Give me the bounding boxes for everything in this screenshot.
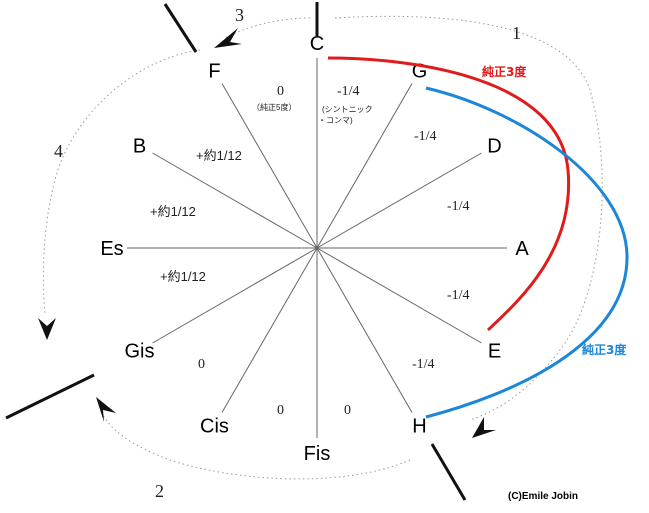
arc-numbers: 1 2 3 4	[54, 5, 521, 501]
division-line-bottomright	[430, 443, 467, 501]
note-label-cis: Cis	[200, 416, 229, 438]
note-label-b: B	[133, 136, 146, 158]
dotted-arcs	[42, 15, 603, 480]
value-f-b: +約1/12	[196, 148, 242, 163]
arc-2	[99, 409, 411, 480]
note-label-fis: Fis	[304, 443, 331, 465]
credit: (C)Emile Jobin	[508, 491, 578, 502]
value-fis-h: 0	[344, 403, 351, 418]
temperament-values: 0 （純正5度） -1/4 (シントニック ・コンマ) -1/4 -1/4 -1…	[150, 84, 470, 418]
spoke-b	[152, 152, 318, 249]
note-label-d: D	[487, 136, 501, 158]
note-label-a: A	[515, 238, 529, 260]
spoke-e	[316, 247, 482, 344]
spoke-d	[316, 152, 482, 249]
division-lines	[5, 2, 467, 501]
spokes	[127, 58, 507, 438]
division-line-left	[5, 373, 95, 420]
spoke-cis	[221, 247, 318, 413]
note-label-gis: Gis	[125, 341, 155, 363]
value-a-e: -1/4	[447, 288, 470, 303]
arc-4	[42, 49, 201, 316]
arrowhead-3	[214, 28, 242, 48]
arc-number-1: 1	[512, 23, 521, 43]
arrowhead-4	[38, 318, 56, 340]
value-b-es: +約1/12	[150, 204, 196, 219]
pure-third-label-blue: 純正3度	[582, 342, 627, 357]
note-label-c: C	[310, 33, 324, 55]
note-label-h: H	[412, 416, 426, 438]
arrowheads	[38, 28, 496, 438]
arc-number-2: 2	[155, 481, 164, 501]
value-c-f-sub: （純正5度）	[252, 102, 296, 112]
arrowhead-1	[472, 417, 496, 438]
value-c-g: -1/4	[337, 84, 360, 99]
value-cis-fis: 0	[277, 403, 284, 418]
arrowhead-2	[96, 397, 116, 422]
pure-third-curve-g-h	[425, 86, 629, 419]
pure-third-label-red: 純正3度	[482, 64, 527, 79]
spoke-gis	[152, 247, 318, 344]
value-gis-cis: 0	[198, 357, 205, 372]
spoke-f	[221, 83, 318, 249]
arc-1	[334, 15, 603, 421]
spoke-g	[316, 83, 413, 249]
division-line-topleft	[163, 3, 198, 53]
value-d-a: -1/4	[447, 199, 470, 214]
value-es-gis: +約1/12	[160, 269, 206, 284]
value-c-g-sub1: (シントニック	[322, 105, 373, 114]
arc-number-3: 3	[235, 5, 244, 25]
value-e-h: -1/4	[412, 357, 435, 372]
arc-number-4: 4	[54, 141, 63, 161]
value-g-d: -1/4	[414, 129, 437, 144]
note-label-es: Es	[100, 238, 123, 260]
note-label-e: E	[488, 341, 501, 363]
value-c-f: 0	[277, 84, 284, 99]
spoke-h	[316, 247, 413, 413]
note-label-f: F	[208, 61, 220, 83]
value-c-g-sub2: ・コンマ)	[318, 116, 353, 125]
